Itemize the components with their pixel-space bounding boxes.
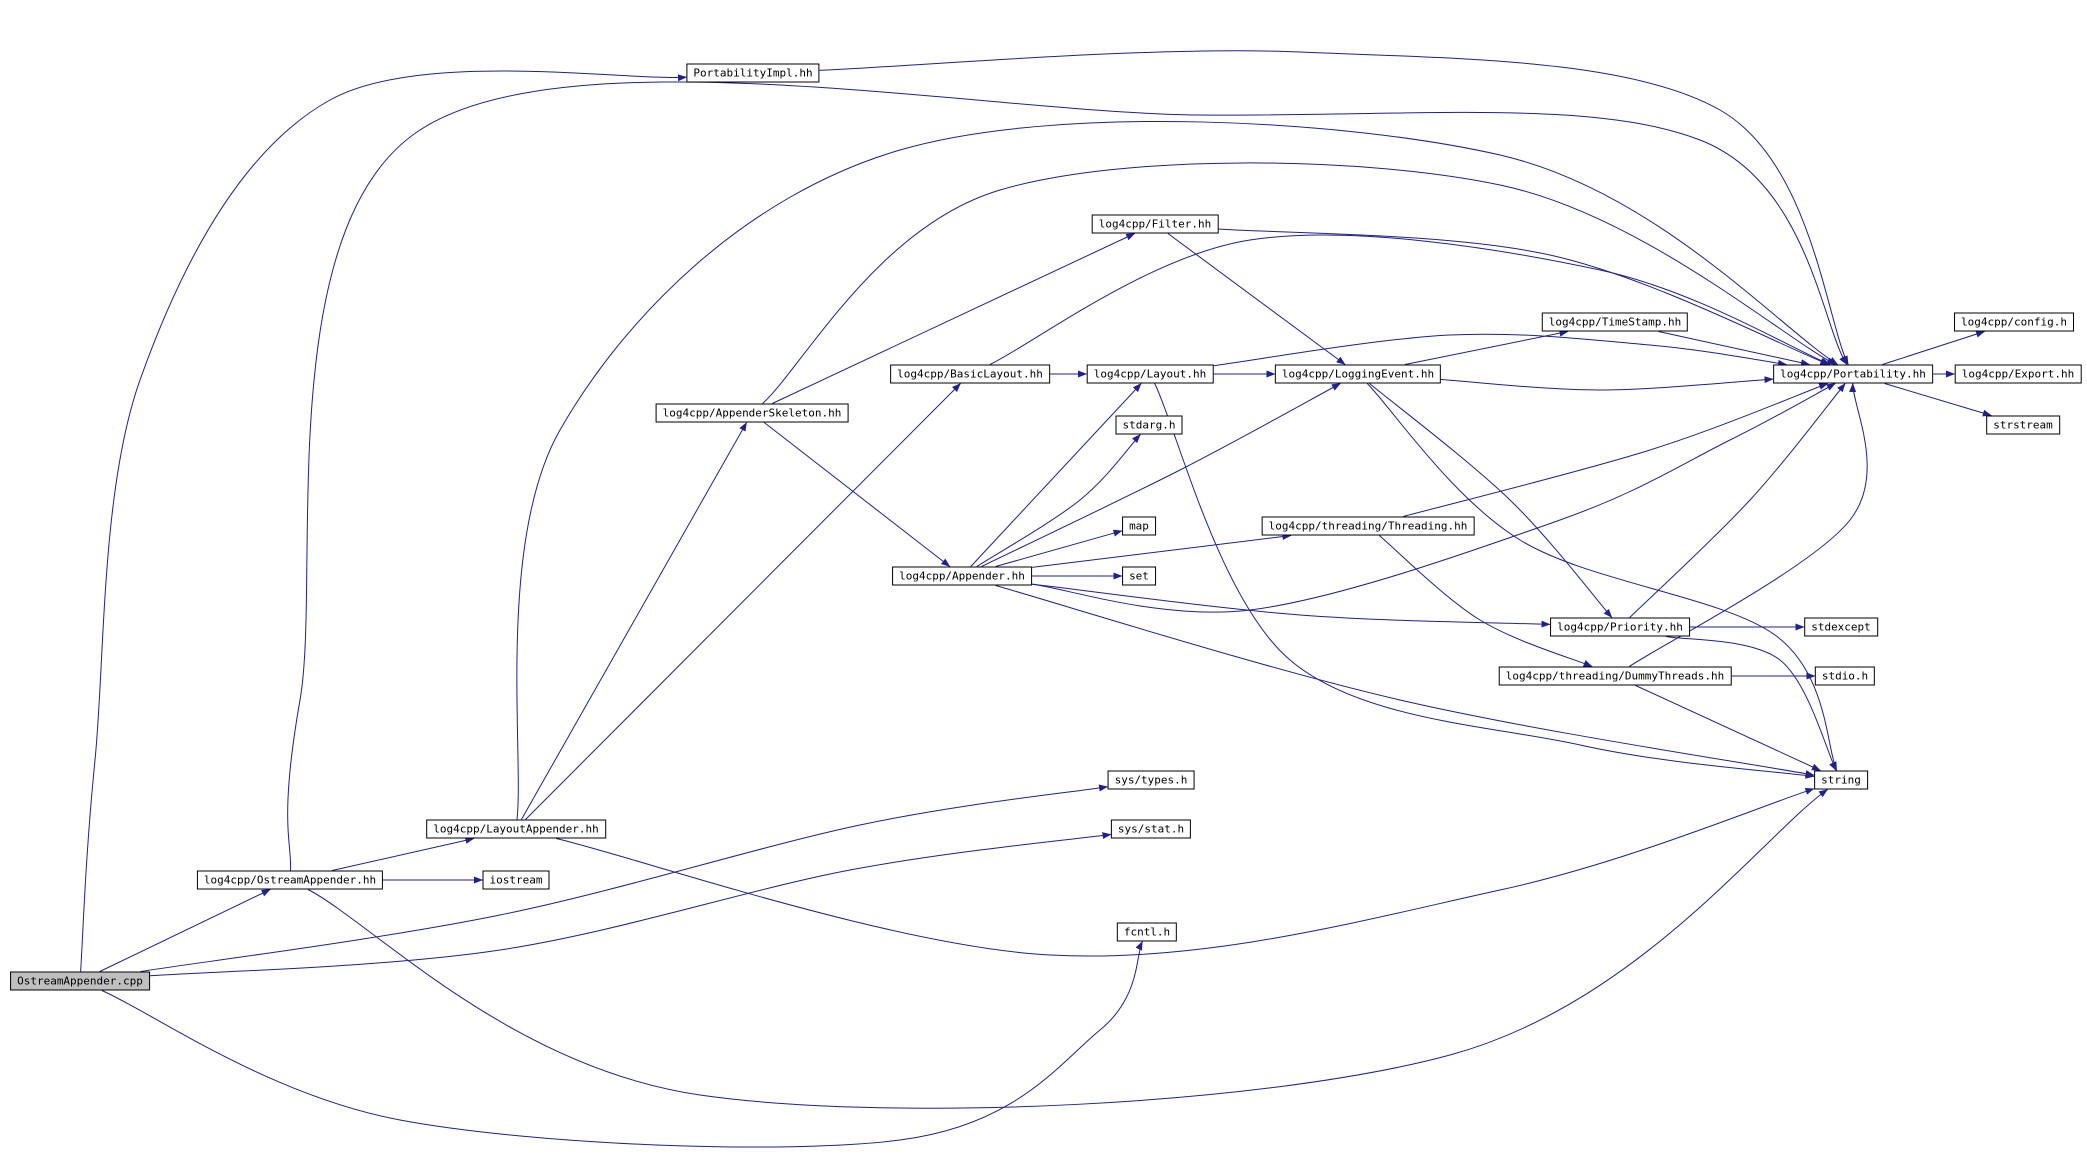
node-map: map <box>1122 516 1156 536</box>
node-stdexcept: stdexcept <box>1804 617 1878 637</box>
node-config[interactable]: log4cpp/config.h <box>1954 312 2074 332</box>
edge-filter-to-loggingevent <box>1167 233 1346 365</box>
edge-root-to-sysstat <box>149 832 1112 977</box>
edge-appender-to-threading <box>1031 533 1292 568</box>
node-priority[interactable]: log4cpp/Priority.hh <box>1550 617 1690 637</box>
edge-appenderskeleton-to-appender <box>763 422 951 567</box>
edge-priority-to-portability <box>1629 383 1846 618</box>
node-stdarg: stdarg.h <box>1115 415 1183 435</box>
node-appenderskeleton[interactable]: log4cpp/AppenderSkeleton.hh <box>655 403 849 423</box>
edge-threading-to-portability <box>1403 383 1829 517</box>
node-fcntl: fcntl.h <box>1116 922 1178 942</box>
edge-layoutappender-to-string <box>556 787 1815 957</box>
node-stdio: stdio.h <box>1814 666 1876 686</box>
node-loggingevent[interactable]: log4cpp/LoggingEvent.hh <box>1274 364 1442 384</box>
edge-appenderskeleton-to-filter <box>772 233 1136 404</box>
edge-layoutappender-to-appenderskeleton <box>520 422 748 820</box>
edge-appender-to-layout <box>970 383 1142 567</box>
edge-basiclayout-to-portability <box>989 234 1831 365</box>
node-portabilityimpl[interactable]: PortabilityImpl.hh <box>686 63 820 83</box>
edge-root-to-systypes <box>140 784 1108 972</box>
edge-appender-to-string <box>995 585 1815 778</box>
edge-ostreamappenderhh-to-portability <box>287 81 1848 871</box>
edge-timestamp-to-portability <box>1658 331 1810 367</box>
edge-loggingevent-to-timestamp <box>1404 329 1569 365</box>
edge-appender-to-stdarg <box>976 434 1141 567</box>
edge-layoutappender-to-basiclayout <box>525 383 961 820</box>
edge-loggingevent-to-string <box>1366 383 1838 771</box>
edge-layoutappender-to-portability <box>516 120 1839 820</box>
edge-root-to-portabilityimpl <box>80 70 687 972</box>
node-dummythreads[interactable]: log4cpp/threading/DummyThreads.hh <box>1498 666 1732 686</box>
node-export[interactable]: log4cpp/Export.hh <box>1954 364 2082 384</box>
node-threading[interactable]: log4cpp/threading/Threading.hh <box>1261 516 1475 536</box>
edge-layout-to-portability <box>1213 333 1787 367</box>
edge-loggingevent-to-priority <box>1369 383 1613 618</box>
edge-ostreamappenderhh-to-layoutappender <box>331 836 475 871</box>
node-ostreamappenderhh[interactable]: log4cpp/OstreamAppender.hh <box>196 870 384 890</box>
edge-dummythreads-to-portability <box>1629 383 1868 667</box>
node-filter[interactable]: log4cpp/Filter.hh <box>1091 214 1219 234</box>
node-appender[interactable]: log4cpp/Appender.hh <box>892 566 1032 586</box>
edge-portability-to-strstream <box>1884 383 1992 417</box>
node-string: string <box>1814 770 1868 790</box>
edge-ostreamappenderhh-to-string <box>307 789 1828 1109</box>
edge-filter-to-portability <box>1218 228 1830 365</box>
node-portability[interactable]: log4cpp/Portability.hh <box>1773 364 1933 384</box>
node-basiclayout[interactable]: log4cpp/BasicLayout.hh <box>890 364 1050 384</box>
edge-root-to-fcntl <box>101 941 1143 1148</box>
edge-layout-to-string <box>1154 383 1815 779</box>
node-set: set <box>1122 566 1156 586</box>
node-strstream: strstream <box>1986 415 2060 435</box>
edge-portabilityimpl-to-portability <box>819 50 1849 365</box>
node-layoutappender[interactable]: log4cpp/LayoutAppender.hh <box>426 819 606 839</box>
edge-appender-to-priority <box>1031 583 1551 628</box>
edge-appender-to-portability <box>1031 383 1836 613</box>
edge-root-to-ostreamappenderhh <box>99 889 271 972</box>
edge-loggingevent-to-portability <box>1440 376 1774 391</box>
node-root: OstreamAppender.cpp <box>10 971 150 991</box>
edge-priority-to-string <box>1665 636 1837 771</box>
edge-appenderskeleton-to-portability <box>762 162 1836 404</box>
node-systypes: sys/types.h <box>1107 770 1195 790</box>
edge-appender-to-loggingevent <box>981 383 1341 567</box>
edge-portability-to-config <box>1882 330 1986 365</box>
node-layout[interactable]: log4cpp/Layout.hh <box>1086 364 1214 384</box>
edge-appender-to-map <box>995 529 1123 567</box>
node-iostream: iostream <box>482 870 550 890</box>
edge-threading-to-dummythreads <box>1378 535 1593 667</box>
node-timestamp[interactable]: log4cpp/TimeStamp.hh <box>1541 312 1689 332</box>
edge-dummythreads-to-string <box>1635 685 1821 771</box>
node-sysstat: sys/stat.h <box>1110 819 1192 839</box>
